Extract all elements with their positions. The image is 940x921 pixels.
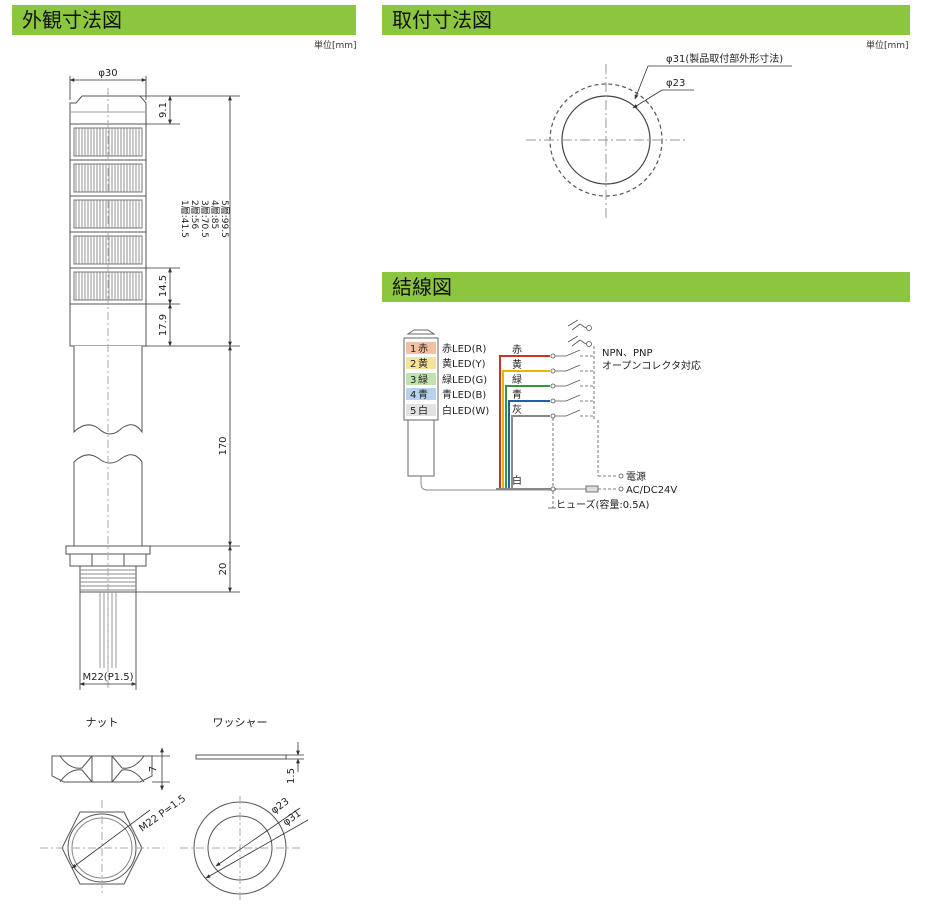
- washer-title: ワッシャー: [213, 716, 268, 729]
- tier-heights-list: 1層:41.5 2層:56 3層:70.5 4層:85 5層:99.5: [179, 200, 230, 238]
- led-2-num: 2: [410, 359, 416, 370]
- wire-label-red: 赤: [512, 344, 522, 356]
- nut-thickness-label: 7: [148, 766, 159, 772]
- led-4-num: 4: [410, 390, 416, 401]
- wire-label-yellow: 黄: [512, 358, 522, 371]
- wire-label-gray: 灰: [512, 403, 522, 416]
- signal-wires: [499, 355, 550, 488]
- tier-5-height: 5層:99.5: [219, 200, 230, 238]
- led-3-label: 緑LED(G): [442, 373, 487, 386]
- led-2-color: 黄: [418, 357, 428, 370]
- led-swatch-4: [406, 388, 436, 400]
- power-label: 電源: [626, 470, 646, 483]
- led-1-label: 赤LED(R): [442, 343, 486, 355]
- led-2-label: 黄LED(Y): [442, 357, 486, 370]
- mount-hole-drawing: [526, 64, 792, 220]
- open-collector-label: オープンコレクタ対応: [602, 359, 701, 372]
- npn-pnp-label: NPN、PNP: [602, 348, 653, 359]
- led-swatch-5: [406, 404, 436, 416]
- outer-unit-label: 単位[mm]: [314, 41, 357, 51]
- wire-label-blue: 青: [512, 388, 522, 401]
- led-5-color: 白: [418, 404, 428, 417]
- wiring-tower: [403, 329, 556, 491]
- tier-2-height: 2層:56: [189, 200, 200, 229]
- fuse-icon: [585, 485, 599, 493]
- mount-length-label: 20: [218, 563, 229, 576]
- voltage-label: AC/DC24V: [626, 485, 677, 496]
- washer-thickness-label: 1.5: [286, 768, 297, 784]
- pole-upper: [73, 346, 143, 435]
- led-swatch-2: [406, 357, 436, 369]
- led-3-num: 3: [410, 375, 416, 386]
- tier-height-label: 14.5: [158, 275, 169, 297]
- led-4-color: 青: [418, 388, 428, 401]
- tier-4-height: 4層:85: [209, 200, 220, 229]
- outer-dimensions: [69, 76, 240, 690]
- base-height-label: 17.9: [158, 314, 169, 336]
- mount-inner-label: φ23: [666, 78, 685, 89]
- led-1-color: 赤: [418, 343, 428, 355]
- led-5-num: 5: [410, 406, 416, 417]
- washer-top-view: [180, 796, 309, 900]
- outer-dimension-header: 外観寸法図: [12, 5, 356, 35]
- mount-dimension-header: 取付寸法図: [382, 5, 910, 35]
- tier-1-height: 1層:41.5: [179, 200, 190, 238]
- cap-height-label: 9.1: [158, 102, 169, 118]
- switch-network: [548, 319, 624, 509]
- led-3-color: 緑: [418, 373, 428, 386]
- led-1-num: 1: [410, 344, 416, 355]
- mount-unit-label: 単位[mm]: [866, 41, 909, 51]
- led-swatch-3: [406, 373, 436, 385]
- nut-title: ナット: [86, 716, 119, 729]
- led-4-label: 青LED(B): [442, 388, 486, 401]
- nut-top-view: [40, 800, 164, 896]
- washer-outer-label: φ31: [281, 808, 303, 828]
- tower-light-drawing: [65, 88, 151, 690]
- pole-length-label: 170: [218, 436, 229, 455]
- led-swatch-1: [406, 342, 436, 354]
- wiring-header: 結線図: [382, 272, 910, 302]
- wire-label-white: 白: [512, 474, 522, 487]
- washer-side-view: [195, 754, 287, 760]
- fuse-label: ヒューズ(容量:0.5A): [556, 498, 650, 511]
- wire-label-green: 緑: [512, 373, 522, 386]
- tier-3-height: 3層:70.5: [199, 200, 210, 238]
- top-diameter-label: φ30: [98, 68, 117, 79]
- nut-side-view: [51, 755, 153, 783]
- thread-label: M22(P1.5): [82, 672, 133, 683]
- mount-outer-label: φ31(製品取付部外形寸法): [666, 52, 783, 65]
- led-5-label: 白LED(W): [442, 404, 489, 417]
